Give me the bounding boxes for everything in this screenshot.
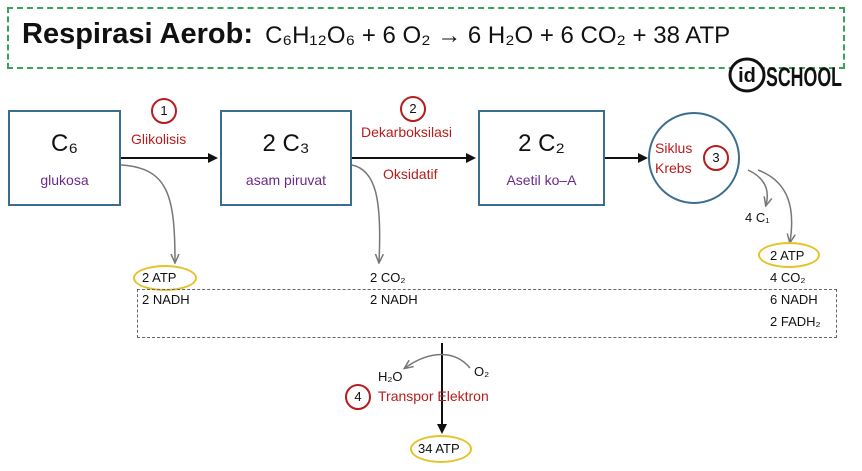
product-transport-atp: 34 ATP <box>418 441 460 456</box>
title-frame <box>7 7 845 69</box>
stage-1-number: 1 <box>151 98 177 124</box>
logo-left-text: id <box>738 65 756 87</box>
electron-carrier-frame <box>137 289 837 338</box>
krebs-cycle-circle <box>648 112 740 204</box>
stage-4-number: 4 <box>345 384 371 410</box>
overall-equation: C₆H₁₂O₆ + 6 O₂ → 6 H₂O + 6 CO₂ + 38 ATP <box>265 22 731 49</box>
stage-2-label-top: Dekarboksilasi <box>361 124 453 140</box>
idschool-logo: id SCHOOL <box>728 57 842 93</box>
logo-right-text: SCHOOL <box>766 62 842 92</box>
branch-krebs-products <box>757 169 792 242</box>
product-krebs-c1: 4 C₁ <box>745 210 770 225</box>
box-glukosa: C₆ glukosa <box>8 110 121 206</box>
label-asam-piruvat: asam piruvat <box>245 172 327 188</box>
branch-krebs-c1 <box>747 169 767 205</box>
box-asetil-koa: 2 C₂ Asetil ko–A <box>478 110 605 206</box>
stage-2-number: 2 <box>400 96 426 122</box>
product-glikolisis-nadh: 2 NADH <box>142 292 190 307</box>
product-glikolisis-atp: 2 ATP <box>142 270 177 285</box>
label-glukosa: glukosa <box>40 172 89 188</box>
highlight-transport-atp <box>410 435 472 463</box>
stage-1-label: Glikolisis <box>131 131 187 147</box>
box-asam-piruvat: 2 C₃ asam piruvat <box>220 110 352 206</box>
highlight-krebs-atp <box>758 242 820 268</box>
product-krebs-nadh: 6 NADH <box>770 292 818 307</box>
product-dekarboksilasi-co2: 2 CO₂ <box>370 270 406 285</box>
krebs-label-line1: Siklus <box>655 140 693 156</box>
stage-3-number: 3 <box>703 145 729 171</box>
formula-asam-piruvat: 2 C₃ <box>262 130 310 157</box>
branch-glikolisis <box>120 164 175 262</box>
page-title: Respirasi Aerob: C₆H₁₂O₆ + 6 O₂ → 6 H₂O … <box>22 18 730 51</box>
product-dekarboksilasi-nadh: 2 NADH <box>370 292 418 307</box>
stage-4-label: Transpor Elektron <box>378 388 489 404</box>
product-krebs-fadh2: 2 FADH₂ <box>770 314 821 329</box>
title-bold: Respirasi Aerob: <box>22 18 253 50</box>
arrow-o2-to-h2o <box>405 353 471 369</box>
stage-2-label-bottom: Oksidatif <box>383 166 438 182</box>
transport-o2: O₂ <box>474 364 490 379</box>
product-krebs-co2: 4 CO₂ <box>770 270 806 285</box>
product-krebs-atp: 2 ATP <box>770 248 805 263</box>
formula-glukosa: C₆ <box>50 130 78 157</box>
highlight-glikolisis-atp <box>133 265 197 291</box>
krebs-label-line2: Krebs <box>655 160 692 176</box>
label-asetil-koa: Asetil ko–A <box>506 172 577 188</box>
branch-dekarboksilasi <box>351 164 380 262</box>
transport-h2o: H₂O <box>378 369 403 384</box>
formula-asetil-koa: 2 C₂ <box>518 130 565 157</box>
